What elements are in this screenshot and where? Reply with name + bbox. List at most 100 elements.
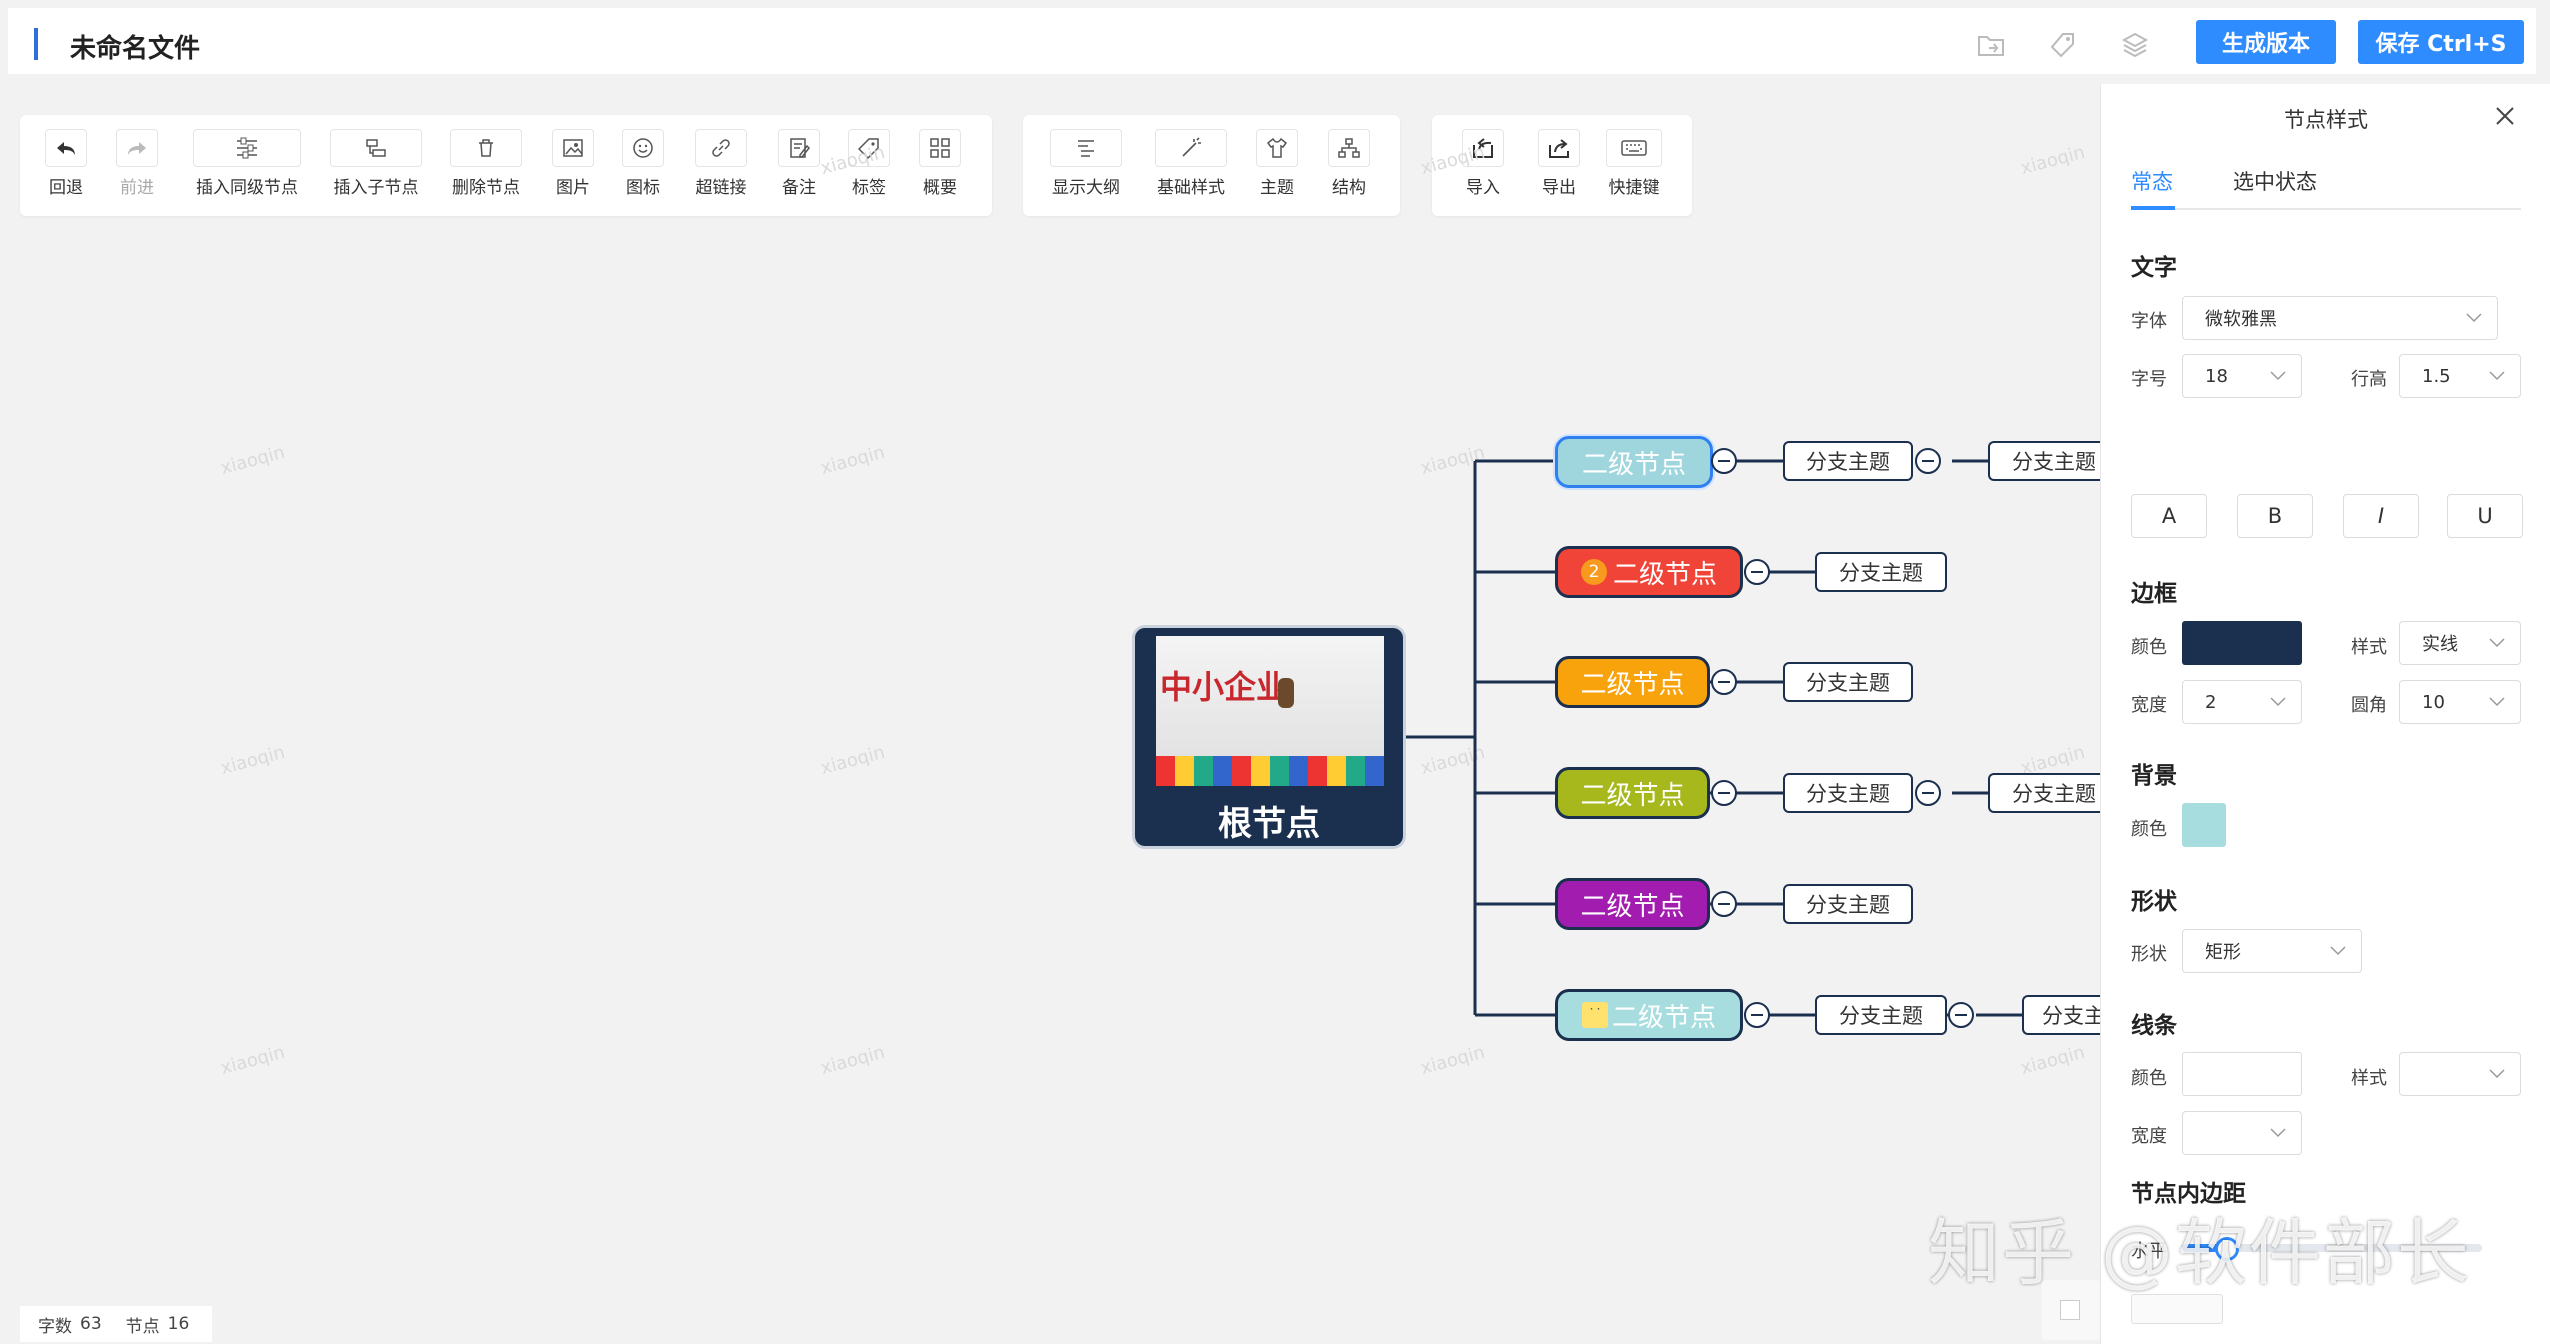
tab-normal[interactable]: 常态 xyxy=(2131,170,2173,194)
toolbar-item-hyperlink[interactable]: 超链接 xyxy=(695,129,747,198)
note-icon xyxy=(778,129,820,167)
field-label: 宽度 xyxy=(2131,695,2167,716)
word-count-value: 63 xyxy=(80,1314,102,1334)
branch-node[interactable]: 分支主题 xyxy=(1783,884,1913,924)
close-icon[interactable] xyxy=(2493,104,2517,132)
line-style-select[interactable] xyxy=(2399,1052,2521,1096)
toolbar-item-tag[interactable]: 标签 xyxy=(848,129,890,198)
level2-node[interactable]: 二级节点 xyxy=(1555,656,1710,708)
toolbar-item-delete[interactable]: 删除节点 xyxy=(450,129,522,198)
collapse-button[interactable] xyxy=(1711,448,1737,474)
insert-child-icon xyxy=(330,129,422,167)
node-label: 二级节点 xyxy=(1580,891,1685,922)
emoji-icon: ˙˙ xyxy=(1581,1002,1608,1028)
collapse-button[interactable] xyxy=(1915,780,1941,806)
toolbar-item-structure[interactable]: 结构 xyxy=(1328,129,1370,198)
field-label: 行高 xyxy=(2351,369,2387,390)
border-color-swatch[interactable] xyxy=(2182,621,2302,665)
level2-node[interactable]: ˙˙二级节点 xyxy=(1555,989,1743,1041)
generate-version-button[interactable]: 生成版本 xyxy=(2196,20,2336,64)
line-width-select[interactable] xyxy=(2182,1111,2302,1155)
font-family-select[interactable]: 微软雅黑 xyxy=(2182,296,2498,340)
chevron-down-icon xyxy=(2330,946,2346,956)
select-value: 微软雅黑 xyxy=(2205,309,2277,330)
branch-node[interactable]: 分支主 xyxy=(2022,995,2100,1035)
chevron-down-icon xyxy=(2489,697,2505,707)
toolbar-item-undo[interactable]: 回退 xyxy=(45,129,87,198)
text-color-button[interactable]: A xyxy=(2131,494,2207,538)
italic-button[interactable]: I xyxy=(2343,494,2419,538)
shape-select[interactable]: 矩形 xyxy=(2182,929,2362,973)
folder-export-icon[interactable] xyxy=(1976,30,2006,60)
toolbar-item-export[interactable]: 导出 xyxy=(1538,129,1580,198)
branch-node[interactable]: 分支主题 xyxy=(1783,773,1913,813)
branch-node[interactable]: 分支主题 xyxy=(1988,441,2100,481)
toolbar-item-summary[interactable]: 概要 xyxy=(919,129,961,198)
branch-node[interactable]: 分支主题 xyxy=(1783,662,1913,702)
active-tab-indicator xyxy=(2131,206,2175,210)
collapse-button[interactable] xyxy=(1948,1002,1974,1028)
collapse-button[interactable] xyxy=(1711,780,1737,806)
field-label: 圆角 xyxy=(2351,695,2387,716)
toolbar-item-insert-child[interactable]: 插入子节点 xyxy=(330,129,422,198)
branch-node[interactable]: 分支主题 xyxy=(1815,995,1947,1035)
layers-icon[interactable] xyxy=(2120,30,2150,60)
tag-outline-icon[interactable] xyxy=(2048,30,2078,60)
border-radius-select[interactable]: 10 xyxy=(2399,680,2521,724)
level2-node[interactable]: 二级节点 xyxy=(1555,436,1713,488)
collapse-button[interactable] xyxy=(1711,669,1737,695)
section-title-line: 线条 xyxy=(2131,1013,2177,1039)
save-button[interactable]: 保存 Ctrl+S xyxy=(2358,20,2524,64)
level2-node[interactable]: 二级节点 xyxy=(1555,878,1710,930)
underline-button[interactable]: U xyxy=(2447,494,2523,538)
line-height-select[interactable]: 1.5 xyxy=(2399,354,2521,398)
font-size-select[interactable]: 18 xyxy=(2182,354,2302,398)
branch-node[interactable]: 分支主题 xyxy=(1815,552,1947,592)
field-label: 样式 xyxy=(2351,1068,2387,1089)
vertical-padding-field[interactable] xyxy=(2131,1294,2223,1324)
bold-button[interactable]: B xyxy=(2237,494,2313,538)
branch-node[interactable]: 分支主题 xyxy=(1988,773,2100,813)
toolbar-item-import[interactable]: 导入 xyxy=(1462,129,1504,198)
root-node[interactable]: 中小企业 根节点 xyxy=(1135,628,1403,846)
document-title[interactable]: 未命名文件 xyxy=(70,34,201,64)
toolbar-item-image[interactable]: 图片 xyxy=(552,129,594,198)
select-value: 10 xyxy=(2422,691,2445,713)
tab-selected-state[interactable]: 选中状态 xyxy=(2233,170,2317,194)
toolbar-item-icon[interactable]: 图标 xyxy=(622,129,664,198)
node-label: 二级节点 xyxy=(1580,669,1685,700)
field-label: 字体 xyxy=(2131,311,2167,332)
branch-node[interactable]: 分支主题 xyxy=(1783,441,1913,481)
field-label: 颜色 xyxy=(2131,637,2167,658)
collapse-button[interactable] xyxy=(1711,891,1737,917)
collapse-button[interactable] xyxy=(1744,559,1770,585)
select-value: 1.5 xyxy=(2422,365,2451,387)
slider-handle[interactable] xyxy=(2215,1237,2239,1261)
toolbar-item-theme[interactable]: 主题 xyxy=(1256,129,1298,198)
toolbar-item-base-style[interactable]: 基础样式 xyxy=(1155,129,1227,198)
border-style-select[interactable]: 实线 xyxy=(2399,621,2521,665)
toolbar-item-outline[interactable]: 显示大纲 xyxy=(1050,129,1122,198)
root-image-text: 中小企业 xyxy=(1160,668,1289,706)
checkbox[interactable] xyxy=(2060,1300,2080,1320)
delete-icon xyxy=(450,129,522,167)
field-label: 宽度 xyxy=(2131,1126,2167,1147)
horizontal-padding-slider[interactable] xyxy=(2182,1237,2482,1261)
toolbar-item-insert-sibling[interactable]: 插入同级节点 xyxy=(193,129,301,198)
line-color-swatch[interactable] xyxy=(2182,1052,2302,1096)
emoji-icon xyxy=(622,129,664,167)
chevron-down-icon xyxy=(2466,313,2482,323)
field-label: 形状 xyxy=(2131,944,2167,965)
section-title-padding: 节点内边距 xyxy=(2131,1181,2246,1207)
border-width-select[interactable]: 2 xyxy=(2182,680,2302,724)
collapse-button[interactable] xyxy=(1744,1002,1770,1028)
person-figure xyxy=(1278,678,1294,708)
field-label: 样式 xyxy=(2351,637,2387,658)
toolbar-item-note[interactable]: 备注 xyxy=(778,129,820,198)
background-color-swatch[interactable] xyxy=(2182,803,2226,847)
collapse-button[interactable] xyxy=(1915,448,1941,474)
toolbar-item-redo[interactable]: 前进 xyxy=(116,129,158,198)
level2-node[interactable]: 二级节点 xyxy=(1555,767,1710,819)
toolbar-item-shortcuts[interactable]: 快捷键 xyxy=(1606,129,1662,198)
